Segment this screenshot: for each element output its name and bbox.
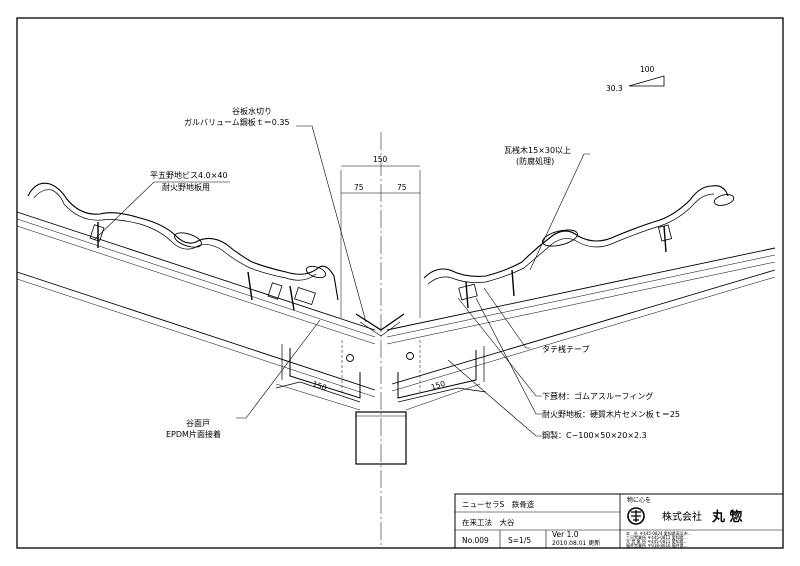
dimension-lines (275, 165, 481, 411)
contact-line-2: 三河営業所 〒445-0811 愛知県... (626, 534, 688, 540)
title-product: ニューセラS 鉄骨造 (462, 499, 535, 509)
leader-lines (93, 125, 590, 437)
annotation-tape: タテ桟テープ (542, 344, 590, 354)
valley-gutter (355, 411, 407, 465)
title-version: Ver 1.0 (552, 530, 579, 539)
left-roof-slope (16, 182, 376, 403)
sheet-border (16, 17, 784, 549)
right-roof-slope (386, 185, 776, 403)
svg-text:物に心を: 物に心を (627, 496, 651, 504)
contact-line-3: 大 営 業 所 〒445-0811 愛知県... (626, 538, 687, 544)
annotation-steel: 鋼製：C−100×50×20×2.3 (542, 430, 647, 440)
annotation-batten-2: (防腐処理) (516, 156, 554, 166)
title-method: 在来工法 大谷 (462, 517, 515, 527)
valley-flashing (355, 313, 405, 331)
annotation-valley-flashing-2: ガルバリューム鋼板ｔ＝0.35 (184, 117, 290, 127)
company-name: 丸 惣 (711, 509, 743, 525)
dim-left-half: 75 (354, 183, 364, 192)
company-prefix: 株式会社 (662, 510, 702, 523)
contact-line-1: 本 社 〒445-0824 愛知県高浜市... (626, 530, 692, 536)
slope-run-label: 100 (640, 65, 655, 74)
annotation-screw-2: 耐火野地板用 (162, 182, 210, 192)
title-scale: S=1/5 (508, 536, 531, 545)
company-logo: 物に心を (627, 496, 651, 525)
annotation-batten-1: 瓦桟木15×30以上 (504, 145, 571, 155)
dim-total: 150 (373, 155, 388, 164)
annotation-valley-seal-2: EPDM片面接着 (166, 429, 221, 439)
contact-line-4: 福井営業所 〒918-8016 福井県... (626, 542, 688, 548)
annotation-valley-seal-1: 谷面戸 (186, 419, 210, 428)
slope-rise-label: 30.3 (606, 84, 623, 93)
title-drawing-no: No.009 (462, 536, 489, 545)
slope-indicator: 100 30.3 (606, 65, 665, 93)
dim-right-half: 75 (397, 183, 407, 192)
title-date: 2010.08.01 更新 (552, 539, 600, 547)
dim-right-run: 150 (430, 379, 447, 392)
annotation-underlay: 下葺材：ゴムアスルーフィング (542, 391, 653, 401)
title-block (454, 493, 784, 549)
annotation-valley-flashing-1: 谷板水切り (232, 106, 272, 116)
annotation-screw-1: 平五野地ビス4.0×40 (150, 170, 228, 180)
annotation-board: 耐火野地板：硬質木片セメン板ｔ＝25 (542, 409, 680, 419)
dim-left-run: 150 (311, 379, 328, 392)
